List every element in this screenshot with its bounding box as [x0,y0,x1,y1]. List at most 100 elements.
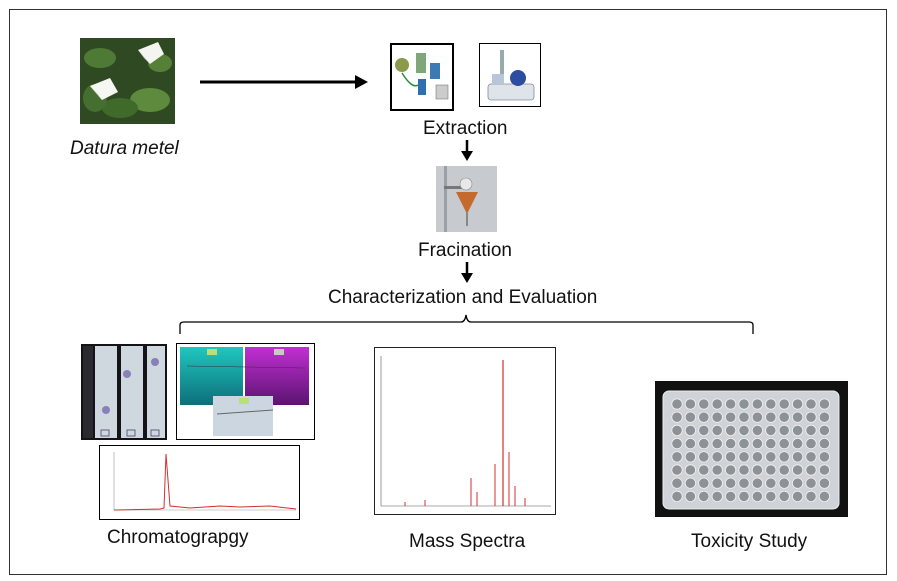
well [671,490,683,503]
well [698,451,710,463]
well [725,477,737,489]
well [778,477,790,489]
rotary-evaporator-image [479,43,541,107]
well [778,424,790,437]
well [751,451,764,463]
characterization-label: Characterization and Evaluation [328,287,598,308]
well [711,451,723,463]
well [684,477,697,489]
well [725,490,737,503]
well [792,477,804,489]
well [725,424,737,437]
well [818,477,830,489]
well [751,424,764,437]
well-plate-image [655,381,848,517]
chromatography-label: Chromatograpgy [107,527,249,548]
well [805,411,817,423]
well [711,424,723,437]
well [805,398,817,410]
well [792,411,804,423]
well [738,464,750,476]
well [805,451,817,463]
well [684,490,697,503]
well [725,464,737,476]
well [792,464,804,476]
well [751,437,764,450]
well [792,424,804,437]
well [765,411,777,423]
well [725,398,737,410]
well [765,451,777,463]
well [751,477,764,489]
well [738,437,750,450]
mass-spectra-label: Mass Spectra [409,531,526,552]
well [698,477,710,489]
well [698,398,710,410]
plant-label: Datura metel [70,138,179,159]
well [684,411,697,423]
well [738,411,750,423]
arrow-right [200,75,368,89]
datura-plant-image [80,38,175,124]
well [698,464,710,476]
well [698,411,710,423]
well [765,437,777,450]
well [671,398,683,410]
uv-tlc-image [176,343,315,440]
well [711,490,723,503]
figure-frame [9,9,887,575]
well [725,411,737,423]
well [738,424,750,437]
well [684,424,697,437]
well [751,398,764,410]
mass-spectrum-image [374,347,556,515]
well [698,424,710,437]
separatory-funnel-image [436,166,497,232]
well [671,424,683,437]
arrow-down-1 [461,140,473,161]
well [711,437,723,450]
well [818,424,830,437]
toxicity-label: Toxicity Study [691,531,808,552]
fractionation-label: Fracination [418,240,512,261]
well [778,464,790,476]
well [765,424,777,437]
well [698,437,710,450]
well [671,477,683,489]
bracket [179,314,754,334]
well [725,437,737,450]
arrow-down-2 [461,262,473,283]
well [792,490,804,503]
well [751,490,764,503]
well [765,490,777,503]
well [765,398,777,410]
well [805,477,817,489]
well [792,437,804,450]
well [671,411,683,423]
well [711,477,723,489]
well [805,490,817,503]
well [684,437,697,450]
well [778,398,790,410]
well [792,451,804,463]
well [725,451,737,463]
well [818,398,830,410]
well [818,437,830,450]
well [738,477,750,489]
well [818,411,830,423]
well [778,451,790,463]
well [738,490,750,503]
well [711,398,723,410]
well [738,398,750,410]
chromatogram-image [99,445,300,520]
well [751,464,764,476]
well [765,464,777,476]
well [684,464,697,476]
well [778,411,790,423]
well [671,451,683,463]
well [751,411,764,423]
well [684,398,697,410]
well [684,451,697,463]
extraction-scheme-image [390,43,454,111]
well [818,490,830,503]
